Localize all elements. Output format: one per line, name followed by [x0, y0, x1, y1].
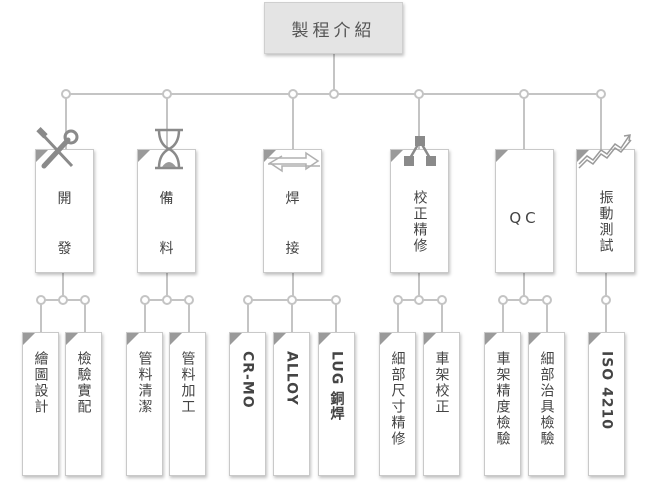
leaf-weld-1: CR-MO	[229, 332, 266, 476]
category-qc-label: QC	[509, 209, 540, 227]
leaf-label: CR-MO	[239, 351, 256, 409]
category-prep: 備 料	[137, 149, 196, 273]
leaf-qc-2: 細部治具檢驗	[528, 332, 565, 476]
leaf-label: 繪圖設計	[32, 351, 49, 415]
category-weld-label-bottom: 接	[285, 241, 300, 257]
leaf-label: 車架精度檢驗	[494, 351, 511, 447]
category-vib: 振動測試	[576, 149, 635, 273]
hourglass-icon	[155, 128, 183, 170]
leaf-label: LUG 銅焊	[328, 351, 345, 422]
leaf-dev-1: 繪圖設計	[22, 332, 59, 476]
trend-chart-icon	[578, 134, 632, 169]
leaf-dev-2: 檢驗實配	[65, 332, 102, 476]
arrows-icon	[268, 151, 320, 173]
leaf-label: 管料清潔	[136, 351, 153, 415]
leaf-prep-2: 管料加工	[169, 332, 206, 476]
category-vib-label: 振動測試	[597, 190, 614, 254]
leaf-label: 細部尺寸精修	[389, 351, 406, 447]
leaf-cal-2: 車架校正	[423, 332, 460, 476]
leaf-weld-3: LUG 銅焊	[318, 332, 355, 476]
leaf-label: 細部治具檢驗	[538, 351, 555, 447]
leaf-label: 管料加工	[179, 351, 196, 415]
category-cal-label: 校正精修	[411, 190, 428, 254]
category-dev-label-top: 開	[57, 191, 72, 207]
leaf-label: 車架校正	[433, 351, 450, 415]
category-dev-label-bottom: 發	[57, 241, 72, 257]
category-prep-label-top: 備	[159, 191, 174, 207]
category-weld-label-top: 焊	[285, 191, 300, 207]
category-dev: 開 發	[35, 149, 94, 273]
leaf-label: ALLOY	[283, 351, 300, 406]
leaf-cal-1: 細部尺寸精修	[379, 332, 416, 476]
category-cal: 校正精修	[390, 149, 449, 273]
network-icon	[404, 136, 436, 166]
leaf-qc-1: 車架精度檢驗	[484, 332, 521, 476]
leaf-label: ISO 4210	[598, 351, 615, 431]
leaf-label: 檢驗實配	[75, 351, 92, 415]
category-qc: QC	[495, 149, 554, 273]
leaf-vib-1: ISO 4210	[588, 332, 625, 476]
category-prep-label-bottom: 料	[159, 241, 174, 257]
leaf-weld-2: ALLOY	[273, 332, 310, 476]
wrench-screwdriver-icon	[36, 127, 79, 169]
leaf-prep-1: 管料清潔	[126, 332, 163, 476]
root-node: 製程介紹	[264, 2, 403, 54]
category-weld: 焊 接	[263, 149, 322, 273]
root-title: 製程介紹	[291, 20, 376, 41]
